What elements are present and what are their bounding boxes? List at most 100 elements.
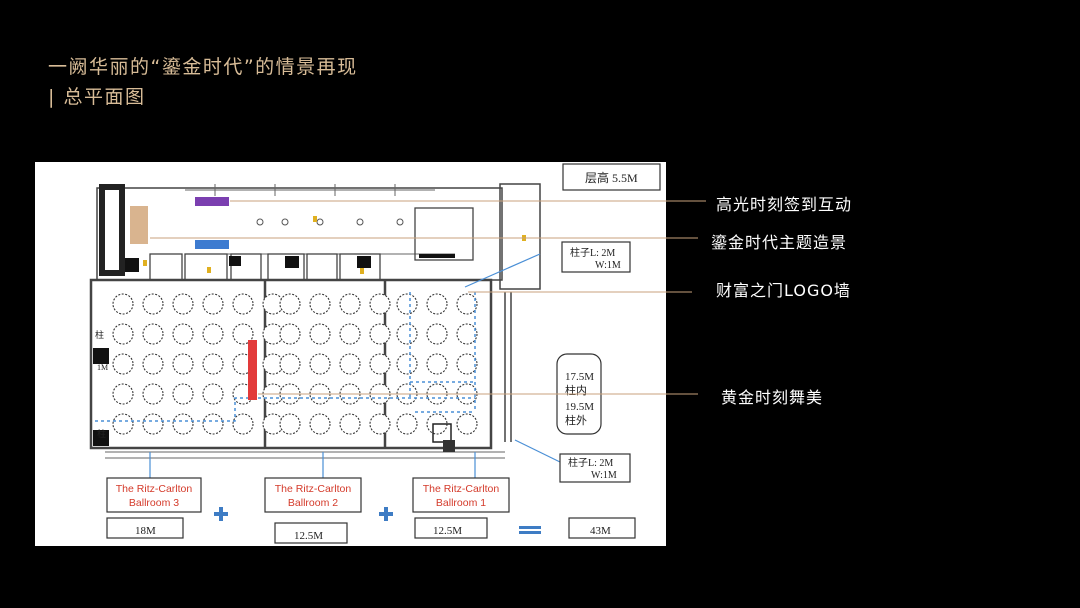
- column-top-line2: W:1M: [595, 260, 621, 271]
- round-table: [202, 383, 224, 405]
- dim-18m: 18M: [135, 525, 156, 537]
- ballroom-3-line1: The Ritz-Carlton: [116, 483, 193, 495]
- round-table: [112, 383, 134, 405]
- round-table: [202, 353, 224, 375]
- round-table: [232, 323, 254, 345]
- golden-era-scene-marker: [130, 206, 148, 244]
- height-l3: 19.5M: [565, 401, 594, 413]
- round-table: [142, 353, 164, 375]
- ballroom-2-box: [264, 477, 362, 513]
- round-table: [339, 323, 361, 345]
- dim-box-1: [106, 517, 184, 539]
- round-table: [172, 353, 194, 375]
- round-table: [309, 413, 331, 435]
- round-table: [279, 293, 301, 315]
- round-table: [279, 413, 301, 435]
- column-size-box-bottom: [559, 453, 631, 483]
- upper-corridor-wall: [96, 187, 503, 281]
- round-table: [369, 413, 391, 435]
- round-table: [426, 293, 448, 315]
- round-table: [172, 323, 194, 345]
- round-table: [456, 413, 478, 435]
- round-table: [309, 353, 331, 375]
- round-table: [112, 293, 134, 315]
- height-l2: 柱内: [565, 383, 587, 397]
- round-table: [426, 353, 448, 375]
- floor-height-text: 层高 5.5M: [585, 170, 638, 185]
- dance-stage-marker: [248, 340, 257, 400]
- round-table: [232, 413, 254, 435]
- round-table: [339, 293, 361, 315]
- ballroom-1-line2: Ballroom 1: [436, 497, 486, 509]
- dim-box-4: [568, 517, 636, 539]
- round-table: [369, 323, 391, 345]
- dim-box-3: [414, 517, 488, 539]
- column-top-line1: 柱子L: 2M: [570, 246, 615, 259]
- slide-title: 一阙华丽的“鎏金时代”的情景再现 | 总平面图: [48, 52, 358, 112]
- round-table: [369, 383, 391, 405]
- left-column-label-bottom: 柱: [97, 428, 106, 439]
- dashed-route-main: [95, 397, 475, 422]
- floor-plan: 层高 5.5M 柱子L: 2M W:1M 17.5M 柱内 19.5M 柱外 柱…: [35, 162, 666, 546]
- round-table: [426, 383, 448, 405]
- dim-12-5m-b: 12.5M: [433, 525, 462, 537]
- banquet-tables: [112, 293, 478, 435]
- column-size-box-top: [561, 241, 631, 273]
- column-bot-line1: 柱子L: 2M: [568, 456, 613, 469]
- round-table: [279, 353, 301, 375]
- label-fortune-gate: 财富之门LOGO墙: [716, 281, 851, 300]
- equals-icon: [519, 526, 541, 529]
- title-line-1: 一阙华丽的“鎏金时代”的情景再现: [48, 56, 358, 78]
- round-table: [426, 323, 448, 345]
- round-table: [112, 323, 134, 345]
- label-golden-era-scene: 鎏金时代主题造景: [711, 233, 848, 252]
- round-table: [232, 293, 254, 315]
- round-table: [202, 323, 224, 345]
- round-table: [369, 353, 391, 375]
- left-column-bottom: [93, 430, 109, 446]
- label-golden-dance: 黄金时刻舞美: [721, 388, 824, 407]
- round-table: [202, 293, 224, 315]
- left-column-mid: 1M: [97, 363, 108, 372]
- title-line-2: | 总平面图: [48, 86, 146, 108]
- round-table: [339, 383, 361, 405]
- round-table: [142, 413, 164, 435]
- round-table: [309, 323, 331, 345]
- round-table: [142, 293, 164, 315]
- floor-height-box: [562, 163, 661, 191]
- round-table: [456, 293, 478, 315]
- left-column-label: 柱: [95, 329, 104, 340]
- round-table: [396, 353, 418, 375]
- scene-blue-marker: [195, 240, 229, 249]
- round-table: [309, 383, 331, 405]
- ballroom-2-line2: Ballroom 2: [288, 497, 338, 509]
- round-table: [396, 293, 418, 315]
- label-highlight-checkin: 高光时刻签到互动: [716, 195, 853, 214]
- dim-box-2: [274, 522, 348, 544]
- ballroom-3-line2: Ballroom 3: [129, 497, 179, 509]
- round-table: [112, 413, 134, 435]
- round-table: [456, 383, 478, 405]
- ballroom-2-line1: The Ritz-Carlton: [275, 483, 352, 495]
- round-table: [396, 323, 418, 345]
- round-table: [396, 383, 418, 405]
- round-table: [339, 413, 361, 435]
- round-table: [172, 383, 194, 405]
- column-bot-line2: W:1M: [591, 470, 617, 481]
- dim-43m: 43M: [590, 525, 611, 537]
- round-table: [172, 413, 194, 435]
- left-column-top: [93, 348, 109, 364]
- round-table: [112, 353, 134, 375]
- dim-12-5m-a: 12.5M: [294, 530, 323, 542]
- floor-plan-drawing: 层高 5.5M 柱子L: 2M W:1M 17.5M 柱内 19.5M 柱外 柱…: [89, 163, 661, 544]
- checkin-marker: [195, 197, 229, 206]
- round-table: [172, 293, 194, 315]
- round-table: [456, 353, 478, 375]
- height-l4: 柱外: [565, 413, 587, 427]
- round-table: [142, 383, 164, 405]
- ballroom-1-line1: The Ritz-Carlton: [423, 483, 500, 495]
- round-table: [339, 353, 361, 375]
- ballroom-1-box: [412, 477, 510, 513]
- round-table: [369, 293, 391, 315]
- round-table: [396, 413, 418, 435]
